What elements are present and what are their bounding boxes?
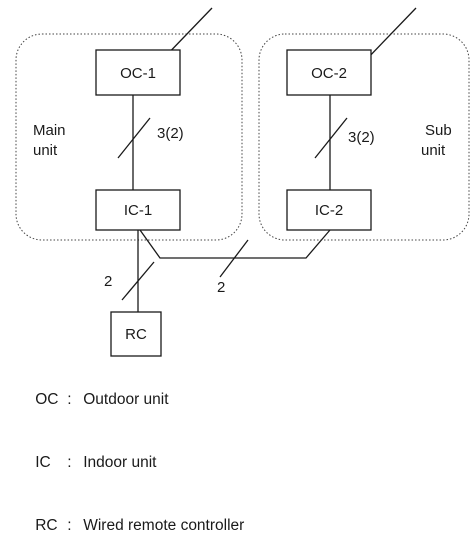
- sub-unit-label-line2: unit: [421, 142, 446, 159]
- legend: OC: Outdoor unit IC: Indoor unit RC: Wired …: [18, 368, 244, 557]
- slash-mark-oc1-ic1: [117, 117, 151, 159]
- oc2-label: OC-2: [311, 65, 347, 82]
- main-unit-group: [15, 33, 243, 241]
- legend-text: Indoor unit: [83, 454, 157, 471]
- wire-ic1-ic2: [139, 229, 331, 259]
- ic1-box: [95, 189, 181, 231]
- legend-abbr: RC: [35, 517, 58, 534]
- legend-separator: :: [67, 391, 72, 408]
- ic1-label: IC-1: [124, 202, 152, 219]
- main-unit-label-line1: Main: [33, 122, 66, 139]
- wire-label-oc1-ic1: 3(2): [157, 125, 184, 142]
- slash-mark-oc2-ic2: [314, 117, 348, 159]
- ic2-box: [286, 189, 372, 231]
- legend-abbr: OC: [35, 391, 59, 408]
- sub-unit-group: [258, 33, 470, 241]
- wire-label-ic1-rc: 2: [104, 273, 112, 290]
- feeder-line-oc2: [363, 7, 417, 63]
- wire-label-oc2-ic2: 3(2): [348, 129, 375, 146]
- sub-unit-label-line1: Sub: [425, 122, 452, 139]
- legend-text: Wired remote controller: [83, 517, 245, 534]
- oc1-box: [95, 49, 181, 96]
- legend-abbr: IC: [35, 454, 51, 471]
- legend-separator: :: [67, 517, 72, 534]
- legend-separator: :: [67, 454, 72, 471]
- main-unit-label-line2: unit: [33, 142, 58, 159]
- legend-row-oc: OC: Outdoor unit: [18, 368, 244, 431]
- slash-mark-ic1-rc: [121, 261, 155, 301]
- ic2-label: IC-2: [315, 202, 343, 219]
- rc-box: [110, 311, 162, 357]
- legend-row-rc: RC: Wired remote controller: [18, 494, 244, 557]
- slash-mark-ic1-ic2: [219, 239, 249, 278]
- wire-label-ic1-ic2: 2: [217, 279, 225, 296]
- legend-row-ic: IC: Indoor unit: [18, 431, 244, 494]
- wiring-diagram: OC-1 OC-2 IC-1 IC-2 RC 3(2) 3(2) 2 2 Mai…: [15, 7, 470, 357]
- oc1-label: OC-1: [120, 65, 156, 82]
- oc2-box: [286, 49, 372, 96]
- legend-text: Outdoor unit: [83, 391, 169, 408]
- rc-label: RC: [125, 326, 147, 343]
